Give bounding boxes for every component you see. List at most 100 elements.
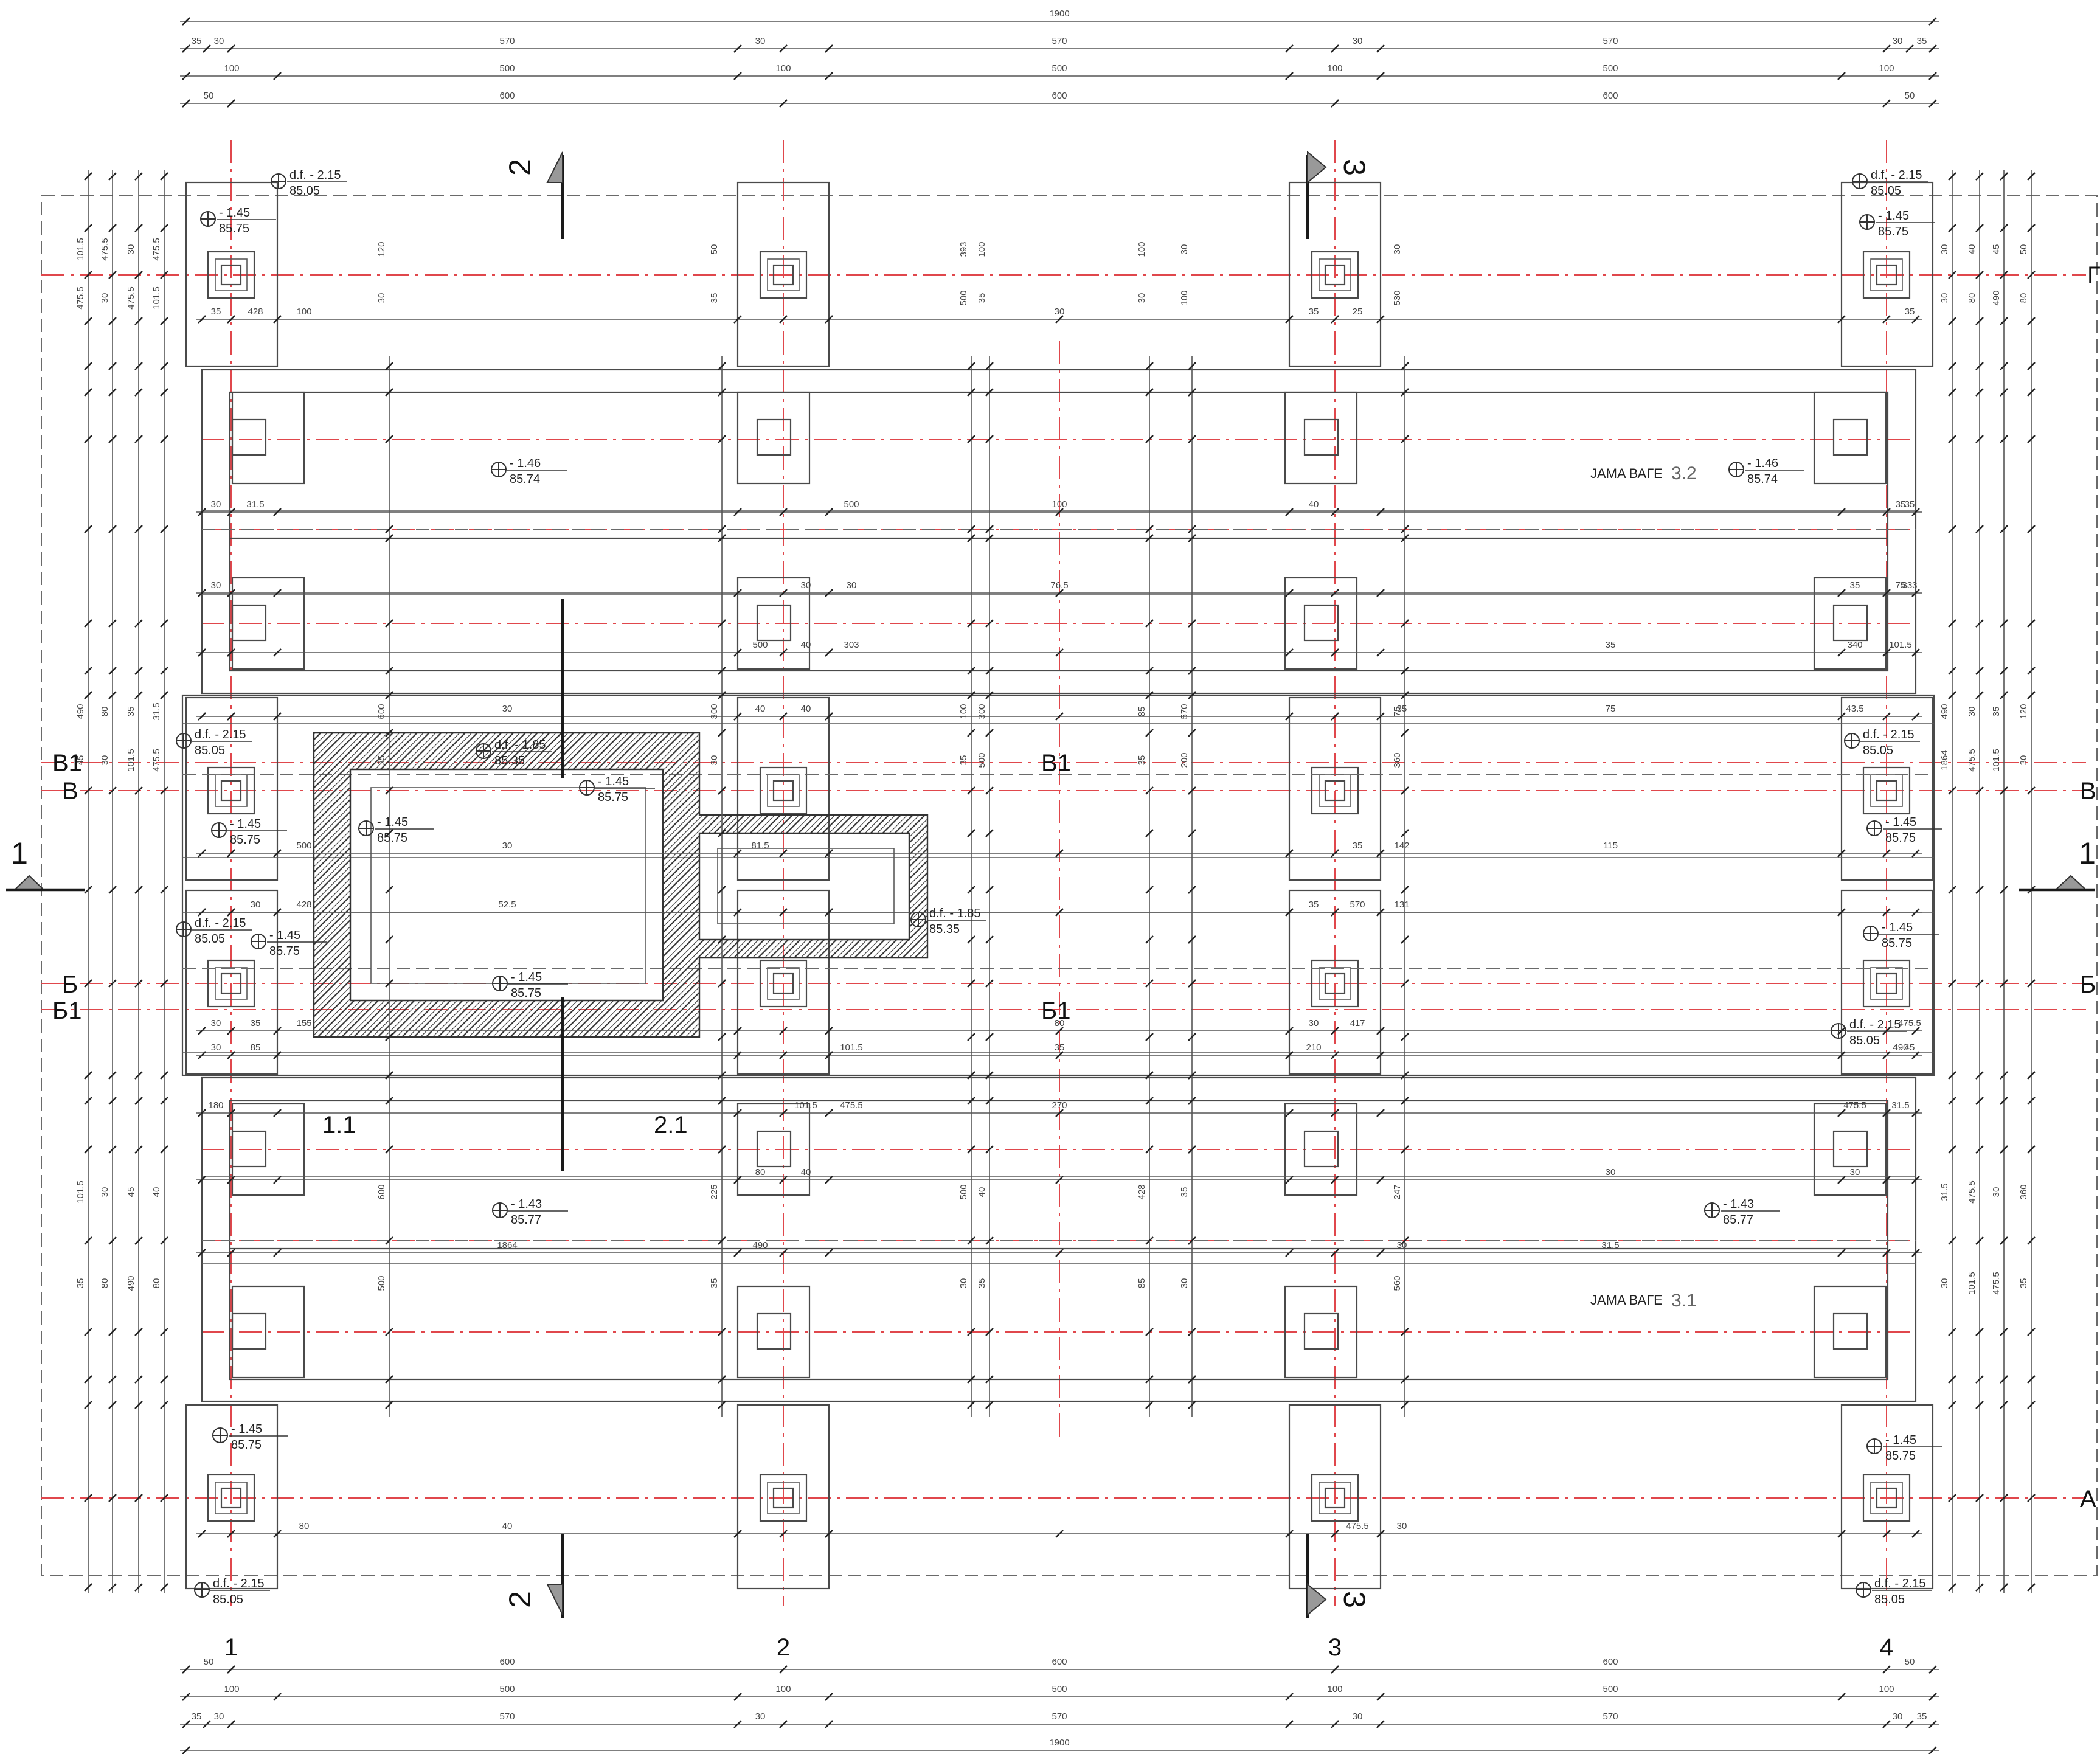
dimension-tick <box>2027 1375 2036 1384</box>
dimension-text: 45 <box>126 1187 136 1198</box>
dimension-tick <box>227 1051 235 1059</box>
level-elevation: 85.05 <box>195 744 225 757</box>
dimension-tick <box>1911 508 1920 516</box>
dimension-tick <box>1928 44 1937 53</box>
dimension-text: 30 <box>211 499 221 510</box>
dimension-tick <box>1145 729 1154 737</box>
dimension-tick <box>84 1236 92 1245</box>
section-label-2-top: 2 <box>503 159 537 176</box>
dimension-text: 35 <box>1850 580 1860 591</box>
dimension-tick <box>2027 786 2036 795</box>
dimension-tick <box>1975 1145 1984 1154</box>
dimension-tick <box>134 388 143 397</box>
dimension-text: 40 <box>801 1167 811 1177</box>
dimension-tick <box>227 589 235 597</box>
dimension-tick <box>985 1097 994 1105</box>
dimension-text: 600 <box>499 91 515 101</box>
dimension-tick <box>733 508 742 516</box>
dimension-tick <box>825 648 833 657</box>
axis-label-b1-left: Б1 <box>52 997 82 1024</box>
dimension-tick <box>1948 435 1956 443</box>
detail-label-1-1: 1.1 <box>322 1112 356 1139</box>
dimension-text: 600 <box>376 704 387 719</box>
dimension-tick <box>733 72 742 80</box>
level-elevation: 85.75 <box>1882 937 1912 950</box>
dimension-tick <box>1911 712 1920 721</box>
dimension-text: 600 <box>376 1184 387 1199</box>
dimension-text: 35 <box>977 293 987 303</box>
dimension-tick <box>134 172 143 181</box>
dimension-text: 30 <box>1967 707 1977 717</box>
dimension-tick <box>273 712 282 721</box>
hatched-pit-walls <box>313 732 929 1038</box>
dimension-tick <box>1882 1249 1891 1257</box>
dimension-tick <box>227 508 235 516</box>
dimension-tick <box>825 1176 833 1184</box>
dimension-tick <box>1145 935 1154 944</box>
dimension-tick <box>1331 648 1339 657</box>
dimension-tick <box>1285 712 1294 721</box>
dimension-tick <box>1401 525 1409 533</box>
dimension-tick <box>160 619 168 628</box>
dimension-tick <box>733 315 742 324</box>
dimension-tick <box>1837 508 1846 516</box>
level-elevation: 85.75 <box>269 945 300 958</box>
dimension-tick <box>1331 1109 1339 1117</box>
dimension-tick <box>1837 589 1846 597</box>
dimension-text: 45 <box>1991 244 2001 255</box>
dimension-tick <box>1376 508 1385 516</box>
dimension-tick <box>1948 271 1956 279</box>
dimension-text: 570 <box>1179 704 1190 719</box>
dimension-tick <box>198 589 206 597</box>
dimension-tick <box>227 99 235 108</box>
dimension-tick <box>718 435 726 443</box>
level-value: d.f. - 2.15 <box>1849 1018 1901 1031</box>
dimension-tick <box>718 1097 726 1105</box>
dimension-tick <box>733 648 742 657</box>
level-value: - 1.46 <box>510 457 541 470</box>
dimension-tick <box>779 648 788 657</box>
dimension-text: 35 <box>1905 307 1915 317</box>
dimension-text: 30 <box>1137 293 1147 303</box>
dimension-tick <box>134 362 143 370</box>
dimension-text: 210 <box>1306 1042 1321 1053</box>
dimension-tick <box>779 1720 788 1728</box>
dimension-text: 247 <box>1392 1184 1402 1199</box>
dimension-tick <box>160 1097 168 1105</box>
dimension-tick <box>2000 619 2008 628</box>
dimension-tick <box>1285 589 1294 597</box>
dimension-tick <box>182 99 190 108</box>
dimension-text: 570 <box>499 1711 515 1722</box>
axis-label-g: Г <box>2087 262 2100 289</box>
dimension-tick <box>108 1375 117 1384</box>
dimension-tick <box>1376 849 1385 858</box>
dimension-text: 100 <box>775 63 791 74</box>
dimension-text: 101.5 <box>1991 749 2001 772</box>
dimension-tick <box>1188 362 1196 370</box>
dimension-tick <box>718 729 726 737</box>
dimension-tick <box>84 224 92 232</box>
dimension-tick <box>967 525 975 533</box>
dimension-tick <box>779 1027 788 1035</box>
dimension-text: 500 <box>752 640 768 650</box>
dimension-tick <box>108 1236 117 1245</box>
level-elevation: 85.74 <box>510 473 540 486</box>
dimension-text: 30 <box>1606 1167 1616 1177</box>
dimension-tick <box>1837 1249 1846 1257</box>
dimension-text: 155 <box>296 1018 311 1028</box>
dimension-tick <box>1331 1665 1339 1674</box>
dimension-tick <box>825 712 833 721</box>
dimension-tick <box>1882 1665 1891 1674</box>
column-pedestal-icon <box>207 766 255 815</box>
dimension-text: 500 <box>1603 1684 1618 1694</box>
dimension-tick <box>198 849 206 858</box>
dimension-text: 500 <box>1603 63 1618 74</box>
anchor-block-icon <box>231 1103 305 1196</box>
dimension-tick <box>198 315 206 324</box>
dimension-tick <box>1948 667 1956 675</box>
level-value: - 1.45 <box>1878 209 1909 223</box>
dimension-tick <box>825 1027 833 1035</box>
dimension-tick <box>1401 1328 1409 1336</box>
column-pedestal-icon <box>1862 959 1911 1008</box>
